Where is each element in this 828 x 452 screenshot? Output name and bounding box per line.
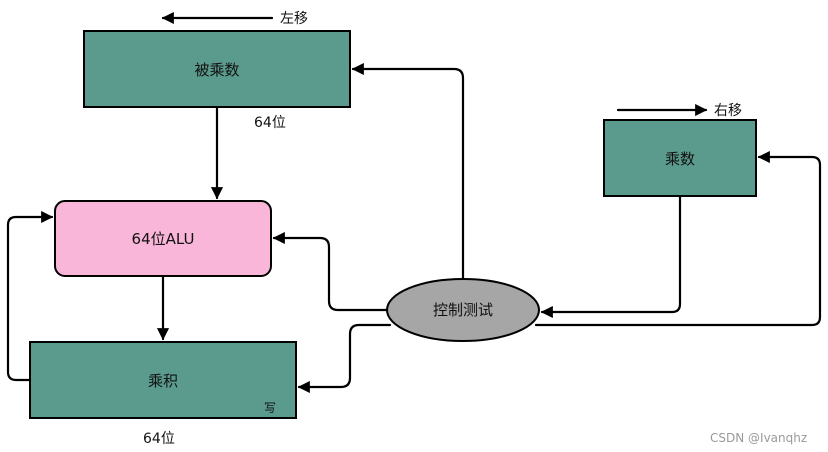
alu-label: 64位ALU (132, 230, 195, 248)
multiplicand-label: 被乘数 (194, 61, 239, 79)
edge-control-to-alu (272, 231, 389, 312)
multiplier-box (603, 119, 757, 197)
alu-unit: 64位ALU (54, 200, 272, 277)
edge-product-feedback-to-alu (6, 210, 54, 382)
watermark: CSDN @Ivanqhz (710, 431, 807, 445)
product-write-label: 写 (264, 401, 276, 415)
product-box (29, 341, 297, 419)
product-bit-width: 64位 (143, 431, 175, 447)
shift-left-label: 左移 (280, 11, 308, 27)
control-test-unit: 控制测试 (386, 278, 540, 342)
shift-left-indicator: 左移 (161, 11, 308, 27)
control-test-label: 控制测试 (433, 301, 493, 319)
multiplicand-register: 被乘数 (83, 30, 351, 108)
multiplier-label: 乘数 (665, 150, 695, 168)
edge-control-to-multiplier (534, 150, 822, 327)
multiplier-register: 乘数 (603, 119, 757, 197)
multiplicand-bit-width: 64位 (254, 115, 286, 131)
shift-right-indicator: 右移 (616, 103, 742, 119)
product-label: 乘积 (148, 372, 178, 390)
edge-control-to-multiplicand (351, 62, 465, 281)
product-register: 乘积 写 (29, 341, 297, 419)
shift-right-label: 右移 (714, 103, 742, 119)
edge-control-to-product (297, 323, 392, 394)
edge-multiplier-to-control (540, 195, 682, 319)
